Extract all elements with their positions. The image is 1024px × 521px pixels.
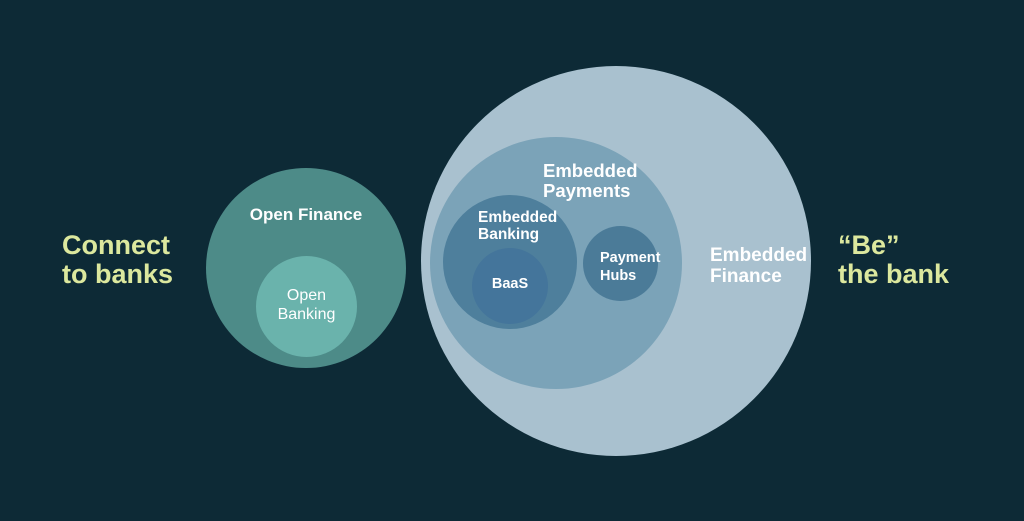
be-the-bank-label: “Be” the bank	[838, 230, 950, 289]
payment-hubs-label: Payment Hubs	[600, 250, 661, 284]
open-finance-label: Open Finance	[249, 205, 363, 224]
payment-hubs-circle	[583, 226, 658, 301]
connect-to-banks-label: Connect to banks	[62, 230, 174, 289]
baas-label: BaaS	[491, 276, 529, 292]
embedded-payments-label: Embedded Payments	[543, 160, 638, 201]
embedded-banking-label: Embedded Banking	[478, 209, 558, 243]
embedded-finance-label: Embedded Finance	[710, 245, 808, 287]
open-banking-circle	[256, 256, 357, 357]
open-banking-label: Open Banking	[277, 287, 336, 323]
baas-circle	[472, 248, 548, 324]
